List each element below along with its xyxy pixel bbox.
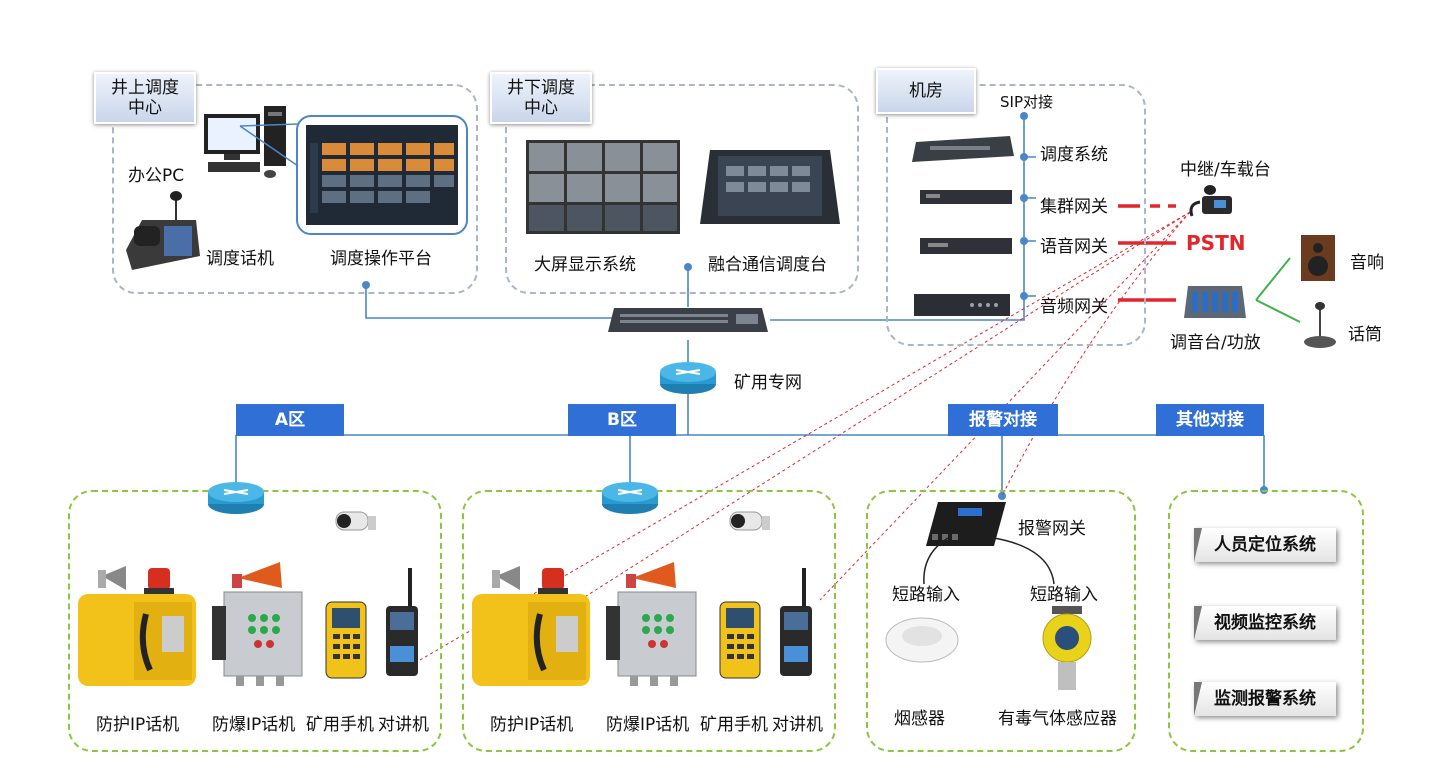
big-screen-label: 大屏显示系统	[534, 255, 636, 275]
zone-a-explosion-phone-icon	[212, 562, 303, 686]
alarm-gateway-label: 报警网关	[1018, 519, 1086, 539]
other-dock-label: 其他对接	[1156, 404, 1264, 436]
alarm-to-gas-link	[993, 537, 1055, 585]
speaker-icon	[1301, 235, 1335, 281]
surface-center-box	[112, 84, 478, 294]
zone-b-walkie-label: 对讲机	[772, 715, 823, 735]
zone-a-label: A区	[236, 404, 344, 436]
video-surveillance-system: 视频监控系统	[1194, 606, 1336, 640]
zone-a-mine-handset-label: 矿用手机	[306, 715, 374, 735]
zone-b-walkie-icon	[780, 568, 812, 676]
smoke-sensor-label: 烟感器	[894, 709, 945, 729]
short-input-2-label: 短路输入	[1030, 585, 1098, 605]
zone-a-walkie-icon	[386, 568, 418, 676]
zone-b-router-icon	[602, 482, 658, 514]
fusion-console-label: 融合通信调度台	[708, 255, 827, 275]
mixer-icon	[1184, 286, 1246, 318]
big-screen-icon	[526, 140, 680, 234]
audio-gateway-icon	[914, 294, 1010, 316]
zone-a-router-icon	[208, 482, 264, 514]
trunk-gateway-icon	[920, 190, 1012, 204]
mine-network-label: 矿用专网	[734, 373, 802, 393]
alarm-box	[866, 490, 1136, 752]
alarm-to-smoke-link	[923, 537, 949, 585]
microphone-icon	[1304, 302, 1336, 348]
zone-a-walkie-label: 对讲机	[378, 715, 429, 735]
zone-b-ip-phone-label: 防护IP话机	[490, 715, 574, 735]
office-pc-label: 办公PC	[128, 166, 185, 186]
zone-a-explosion-phone-label: 防爆IP话机	[212, 715, 296, 735]
zone-b-explosion-phone-label: 防爆IP话机	[606, 715, 690, 735]
gas-sensor-icon	[1042, 606, 1092, 690]
pstn-label: PSTN	[1186, 231, 1246, 255]
surface-center-tag: 井上调度 中心	[94, 72, 196, 124]
zone-a-ip-phone-icon	[78, 566, 196, 686]
zone-a-ip-phone-label: 防护IP话机	[96, 715, 180, 735]
voice-gateway-icon	[920, 238, 1012, 254]
speaker-label: 音响	[1350, 253, 1384, 273]
core-switch-icon	[608, 308, 768, 332]
alarm-dock-label: 报警对接	[948, 404, 1058, 436]
underground-center-box	[505, 84, 859, 294]
audio-gateway-label: 音频网关	[1040, 297, 1108, 317]
dispatch-server-icon	[912, 136, 1014, 162]
gas-sensor-label: 有毒气体感应器	[998, 709, 1117, 729]
zone-b-mine-handset-icon	[719, 601, 761, 679]
zone-b-camera-icon	[729, 511, 770, 531]
dispatch-phone-label: 调度话机	[206, 249, 274, 269]
mine-network-router-icon	[660, 362, 716, 394]
voice-gateway-label: 语音网关	[1040, 237, 1108, 257]
zone-a-mine-handset-icon	[325, 601, 367, 679]
alarm-gateway-icon	[926, 502, 1006, 546]
zone-b-explosion-phone-icon	[606, 562, 697, 686]
zone-b-ip-phone-icon	[472, 566, 590, 686]
trunk-gateway-label: 集群网关	[1040, 197, 1108, 217]
underground-center-tag: 井下调度 中心	[490, 72, 592, 124]
microphone-label: 话筒	[1348, 325, 1382, 345]
desk-phone-icon	[126, 191, 200, 270]
relay-radio-icon	[1189, 185, 1232, 217]
smoke-sensor-icon	[885, 617, 959, 663]
zone-b-label: B区	[568, 404, 676, 436]
relay-label: 中继/车载台	[1180, 160, 1271, 180]
zone-a-camera-icon	[335, 511, 376, 531]
dispatch-platform-screen	[296, 115, 468, 235]
personnel-positioning-system: 人员定位系统	[1194, 528, 1336, 562]
monitoring-alarm-system: 监测报警系统	[1194, 682, 1336, 716]
dispatch-platform-label: 调度操作平台	[330, 249, 432, 269]
mixer-label: 调音台/功放	[1170, 333, 1261, 353]
pc-to-platform-link	[239, 123, 299, 167]
machine-room-box	[886, 84, 1146, 346]
other-box	[1168, 490, 1364, 752]
short-input-1-label: 短路输入	[892, 585, 960, 605]
fusion-console-icon	[700, 150, 840, 224]
sip-label: SIP对接	[1000, 93, 1053, 111]
machine-room-tag: 机房	[876, 68, 976, 114]
zone-b-mine-handset-label: 矿用手机	[700, 715, 768, 735]
dispatch-system-label: 调度系统	[1040, 145, 1108, 165]
